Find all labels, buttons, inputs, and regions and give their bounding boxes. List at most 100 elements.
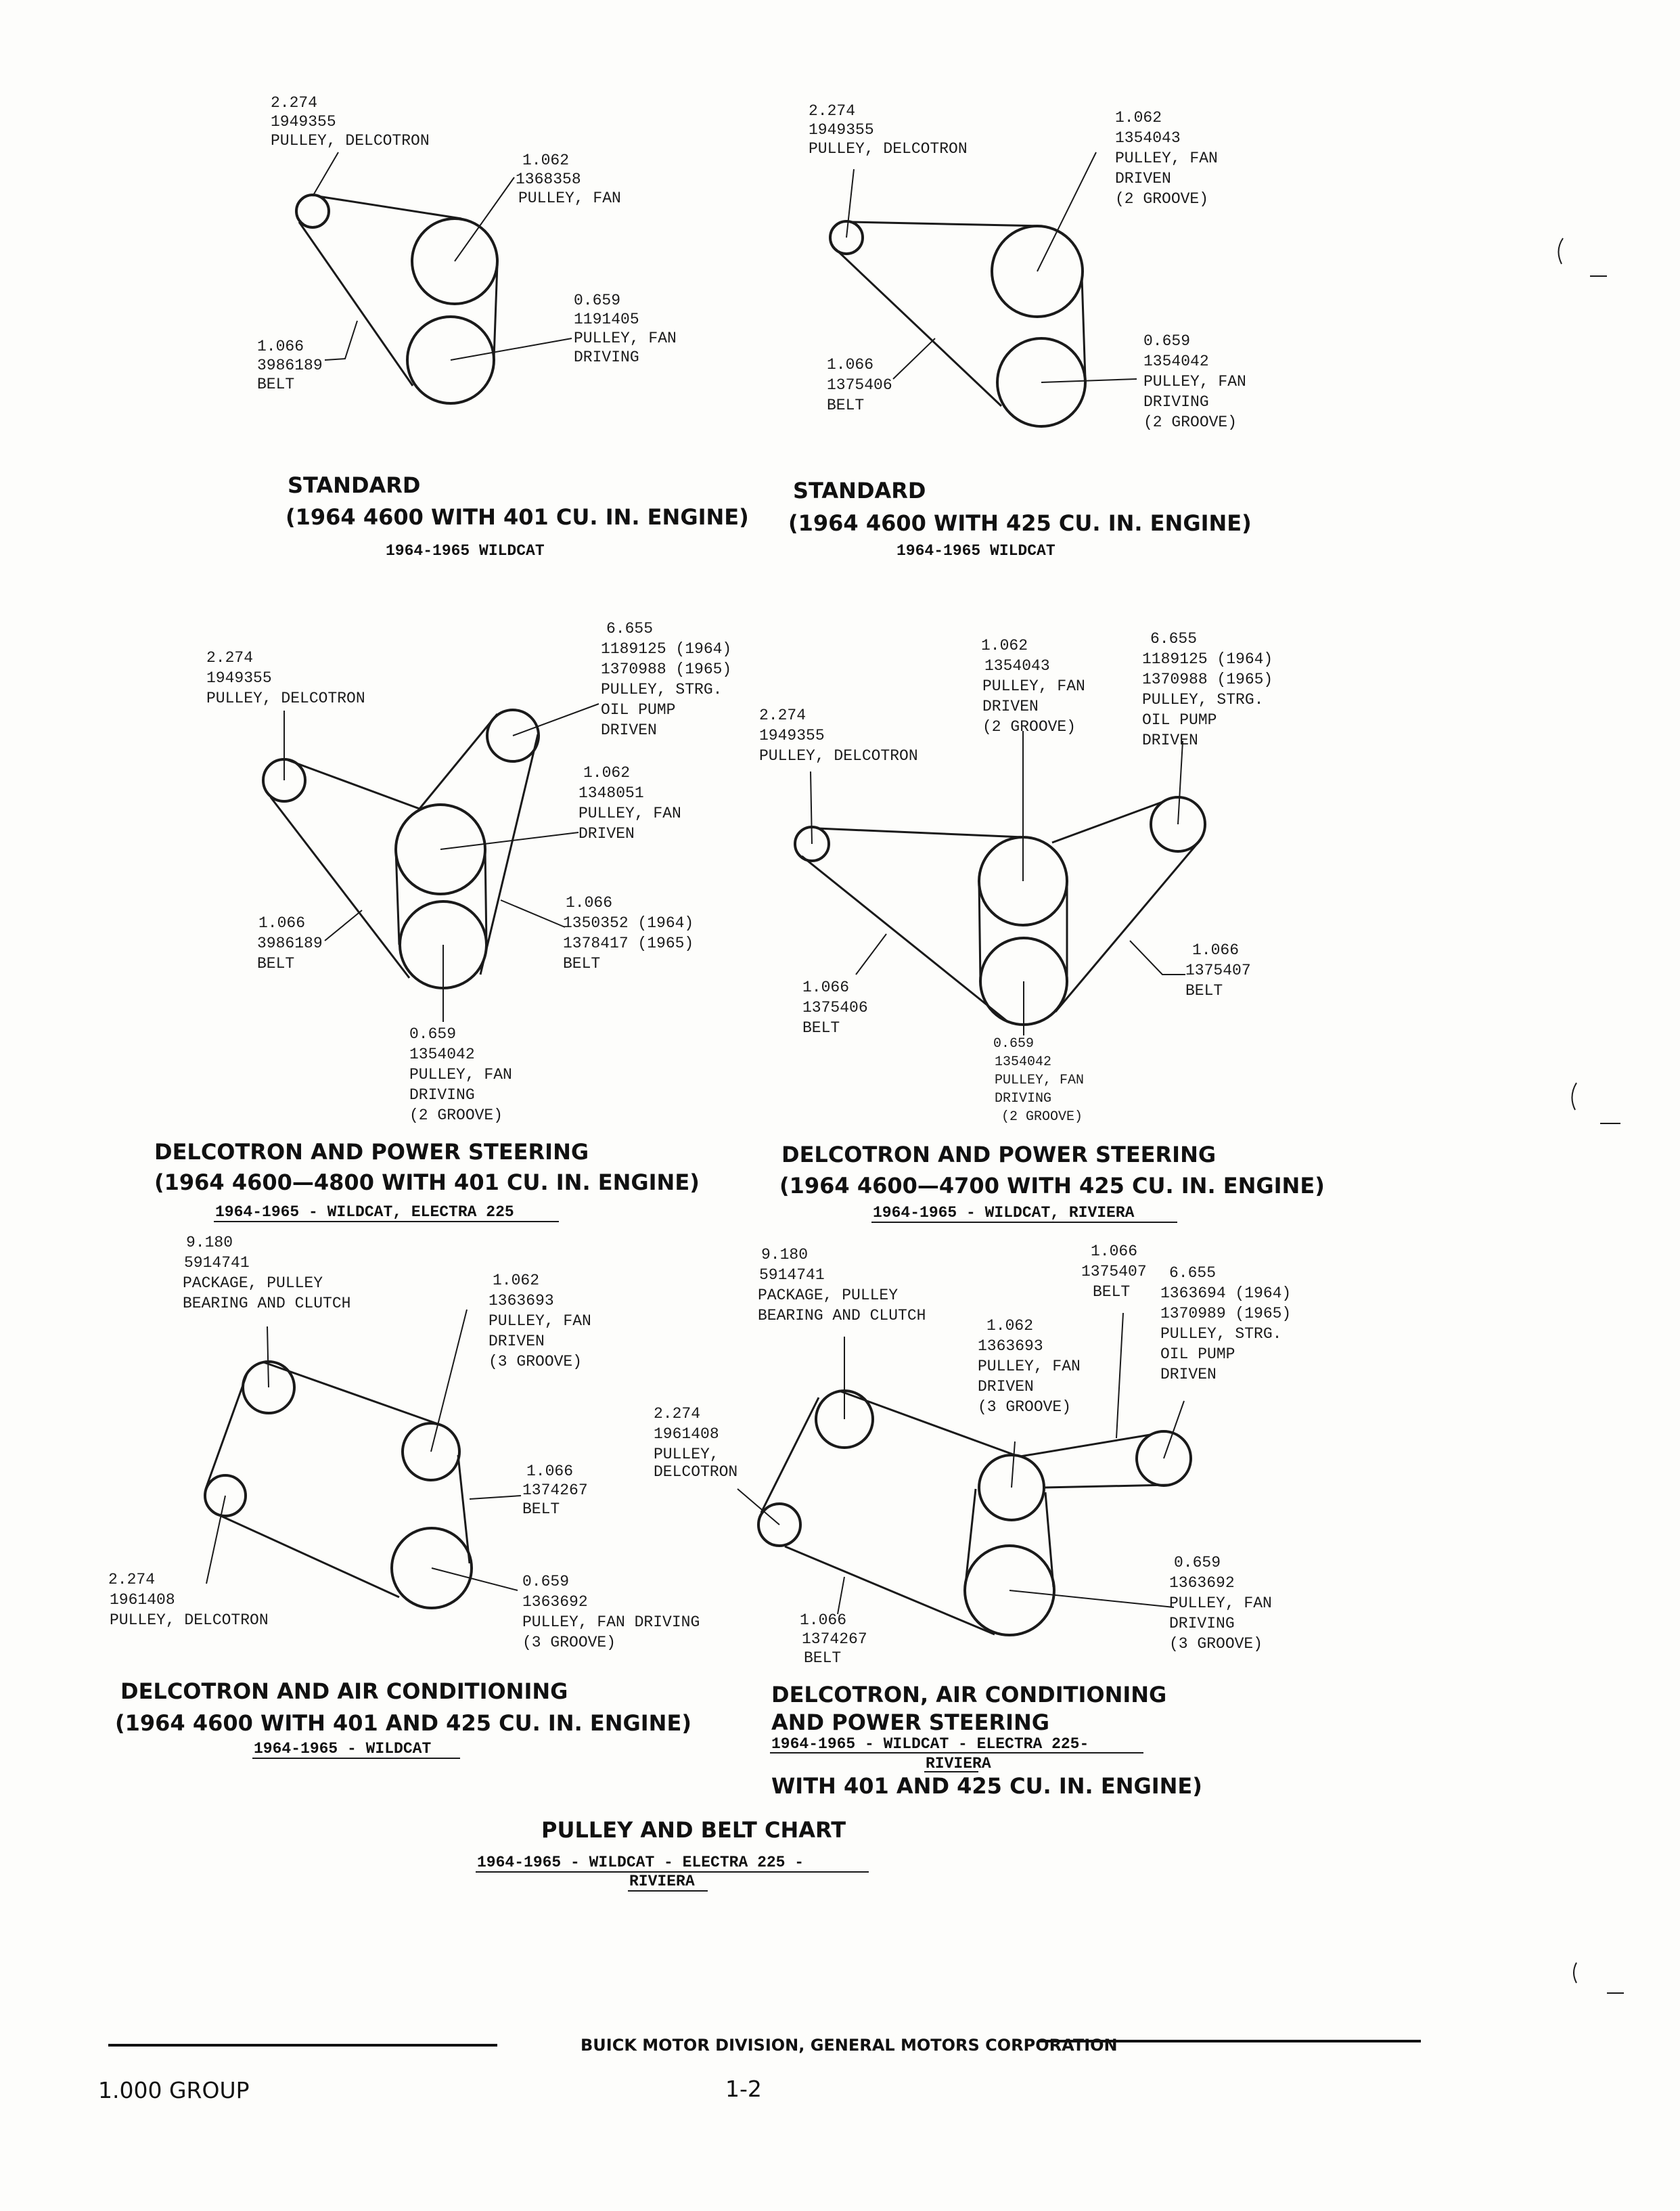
fan-driven-desc2: DRIVEN	[1115, 170, 1171, 187]
caption-title: DELCOTRON AND POWER STEERING	[154, 1139, 589, 1165]
fan-driven-part: 1354043	[984, 657, 1050, 675]
steering-desc2: OIL PUMP	[601, 701, 675, 719]
fan-driven-desc2: DRIVEN	[982, 698, 1039, 715]
caption-title: DELCOTRON, AIR CONDITIONING	[771, 1682, 1166, 1707]
delcotron-size: 2.274	[654, 1405, 700, 1423]
belt	[834, 221, 1087, 407]
belt-left-size: 1.066	[802, 979, 849, 996]
fan-driving-size: 0.659	[574, 292, 620, 309]
package-desc: PACKAGE, PULLEY	[758, 1287, 898, 1304]
caption-engine: (1964 4600 WITH 401 CU. IN. ENGINE)	[286, 504, 749, 530]
steering-size: 6.655	[1169, 1264, 1216, 1282]
steering-desc: PULLEY, STRG.	[1160, 1325, 1281, 1343]
chart-title: PULLEY AND BELT CHART	[541, 1817, 846, 1843]
fan-driven-part: 1363693	[978, 1337, 1043, 1355]
caption-models: 1964-1965 WILDCAT	[386, 542, 545, 560]
fan-driving-part: 1354042	[995, 1054, 1051, 1070]
delcotron-part: 1961408	[654, 1425, 719, 1443]
caption-title: STANDARD	[793, 478, 926, 504]
belt-size: 1.066	[827, 356, 873, 374]
belt-right-size: 1.066	[1192, 941, 1239, 959]
belt-part: 3986189	[257, 357, 323, 374]
delcotron-part: 1961408	[110, 1591, 175, 1609]
caption-models: 1964-1965 - WILDCAT, RIVIERA	[873, 1204, 1135, 1222]
belt-part: 1374267	[522, 1481, 588, 1499]
leader-lines	[810, 731, 1185, 1035]
leader-lines	[846, 152, 1137, 383]
fan-driving-desc3: (2 GROOVE)	[1143, 414, 1237, 431]
fan-driving-desc2: (3 GROOVE)	[522, 1634, 616, 1651]
belt-desc: BELT	[827, 397, 864, 414]
chart-subtitle: 1964-1965 - WILDCAT - ELECTRA 225 -	[477, 1854, 804, 1871]
belt-top-part: 1375407	[1081, 1263, 1147, 1280]
caption-models: 1964-1965 - WILDCAT - ELECTRA 225-	[771, 1735, 1089, 1753]
fan-driving-part: 1363692	[522, 1593, 588, 1611]
belt-left-desc: BELT	[802, 1019, 840, 1037]
fan-driven-size: 1.062	[981, 637, 1028, 654]
steering-desc3: DRIVEN	[601, 721, 657, 739]
scan-marks	[1558, 238, 1624, 1994]
belt-right-part-1965: 1378417 (1965)	[563, 935, 694, 952]
fan-driven-desc: PULLEY, FAN	[982, 677, 1085, 695]
steering-desc3: DRIVEN	[1142, 732, 1198, 749]
belt-left-size: 1.066	[258, 914, 305, 932]
fan-driven-desc2: DRIVEN	[489, 1333, 545, 1350]
fan-driving-desc2: DRIVING	[574, 349, 639, 366]
fan-driven-size: 1.062	[1115, 109, 1162, 127]
fan-driving-part: 1354042	[1143, 353, 1209, 370]
fan-driving-size: 0.659	[409, 1025, 456, 1043]
caption-models: 1964-1965 - WILDCAT, ELECTRA 225	[215, 1203, 514, 1221]
fan-driven-desc3: (2 GROOVE)	[982, 718, 1076, 736]
delcotron-pulley	[757, 1502, 802, 1547]
fan-driving-desc: PULLEY, FAN	[409, 1066, 512, 1084]
fan-driven-part: 1354043	[1115, 129, 1181, 147]
package-desc2: BEARING AND CLUTCH	[183, 1295, 350, 1312]
belt	[298, 195, 499, 386]
fan-driving-size: 0.659	[1143, 332, 1190, 350]
caption-engine: (1964 4600—4800 WITH 401 CU. IN. ENGINE)	[154, 1169, 700, 1195]
steering-pulley	[1150, 796, 1206, 853]
fan-driven-pulley	[411, 217, 499, 305]
fan-driven-part: 1363693	[489, 1292, 554, 1310]
delcotron-pulley	[295, 194, 330, 229]
package-part: 5914741	[184, 1254, 250, 1272]
steering-part-1964: 1363694 (1964)	[1160, 1285, 1291, 1302]
fan-driving-part: 1363692	[1169, 1574, 1235, 1592]
footer-group: 1.000 GROUP	[98, 2077, 250, 2103]
steering-part-1964: 1189125 (1964)	[1142, 650, 1273, 668]
belt	[760, 1389, 1171, 1636]
delcotron-part: 1949355	[809, 121, 874, 139]
leader-lines	[312, 152, 572, 361]
fan-driven-size: 1.062	[493, 1272, 539, 1289]
belt-part: 1375406	[827, 376, 892, 394]
caption-title: DELCOTRON AND POWER STEERING	[781, 1142, 1216, 1167]
caption-engine: (1964 4600 WITH 425 CU. IN. ENGINE)	[788, 510, 1252, 536]
fan-driven-size: 1.062	[522, 152, 569, 169]
steering-size: 6.655	[606, 620, 653, 638]
delcotron-part: 1949355	[206, 669, 272, 687]
caption-engine: WITH 401 AND 425 CU. IN. ENGINE)	[771, 1773, 1202, 1799]
delcotron-part: 1949355	[271, 113, 336, 131]
